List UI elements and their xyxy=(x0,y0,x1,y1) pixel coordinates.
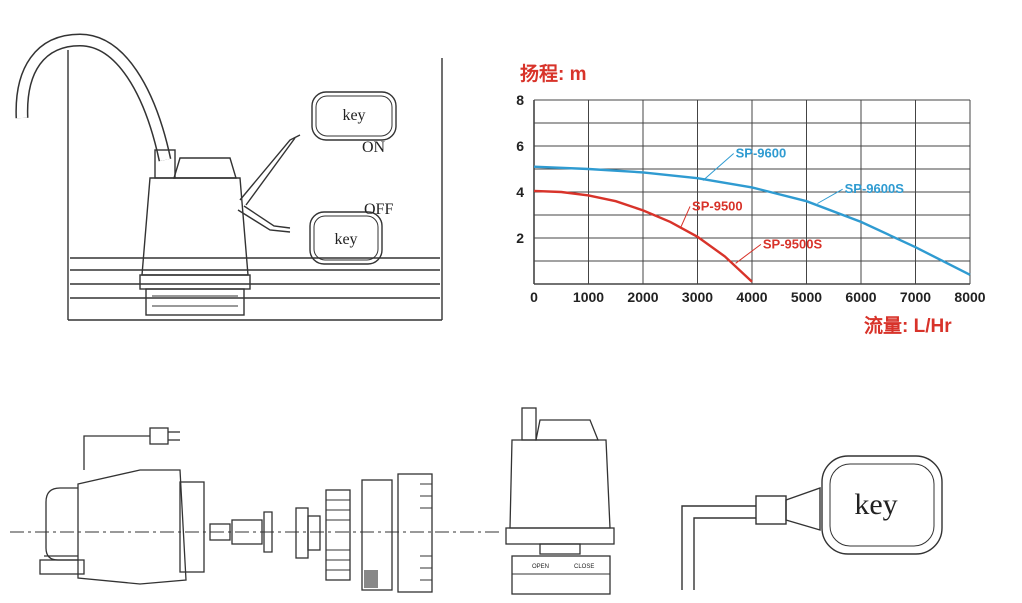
float-on-label: key xyxy=(342,107,365,124)
x-tick-label: 3000 xyxy=(682,289,713,305)
float-off-label: key xyxy=(334,231,357,248)
x-tick-label: 8000 xyxy=(954,289,985,305)
x-axis-title: 流量: L/Hr xyxy=(864,314,952,337)
x-tick-label: 0 xyxy=(530,289,538,305)
off-text: OFF xyxy=(364,201,393,218)
series-label-sp-9500: SP-9500 xyxy=(692,198,743,213)
series-line-sp-9500 xyxy=(533,189,753,283)
series-label-leader xyxy=(702,153,734,181)
pump-ring-open-label: OPEN xyxy=(532,564,549,570)
x-tick-label: 5000 xyxy=(791,289,822,305)
exploded-view-illustration xyxy=(10,427,500,593)
series-label-leader xyxy=(680,206,691,227)
x-tick-label: 1000 xyxy=(573,289,604,305)
x-tick-label: 2000 xyxy=(627,289,658,305)
float-switch-detail-illustration xyxy=(681,455,943,590)
performance-chart: 0 1000 2000 3000 4000 5000 6000 7000 8000 8 6 4 2 SP-… xyxy=(516,92,986,305)
x-tick-label: 4000 xyxy=(736,289,767,305)
series-line-sp-9600 xyxy=(533,165,971,276)
y-axis-title: 扬程: m xyxy=(520,62,587,85)
y-tick-label: 4 xyxy=(516,184,524,200)
series-label-sp-9500s: SP-9500S xyxy=(763,236,823,251)
y-tick-label: 2 xyxy=(516,230,524,246)
detail-float-label: key xyxy=(854,488,897,521)
on-text: ON xyxy=(362,139,386,156)
x-tick-label: 7000 xyxy=(900,289,931,305)
series-label-leader xyxy=(817,188,843,204)
series-label-sp-9600s: SP-9600S xyxy=(845,181,905,196)
pump-side-view-illustration xyxy=(505,407,615,595)
y-tick-label: 8 xyxy=(516,92,524,108)
series-label-leader xyxy=(735,243,762,264)
x-tick-label: 6000 xyxy=(845,289,876,305)
pump-ring-close-label: CLOSE xyxy=(574,564,594,570)
series-label-sp-9600: SP-9600 xyxy=(736,146,787,161)
y-tick-label: 6 xyxy=(516,138,524,154)
installation-illustration xyxy=(15,33,443,321)
